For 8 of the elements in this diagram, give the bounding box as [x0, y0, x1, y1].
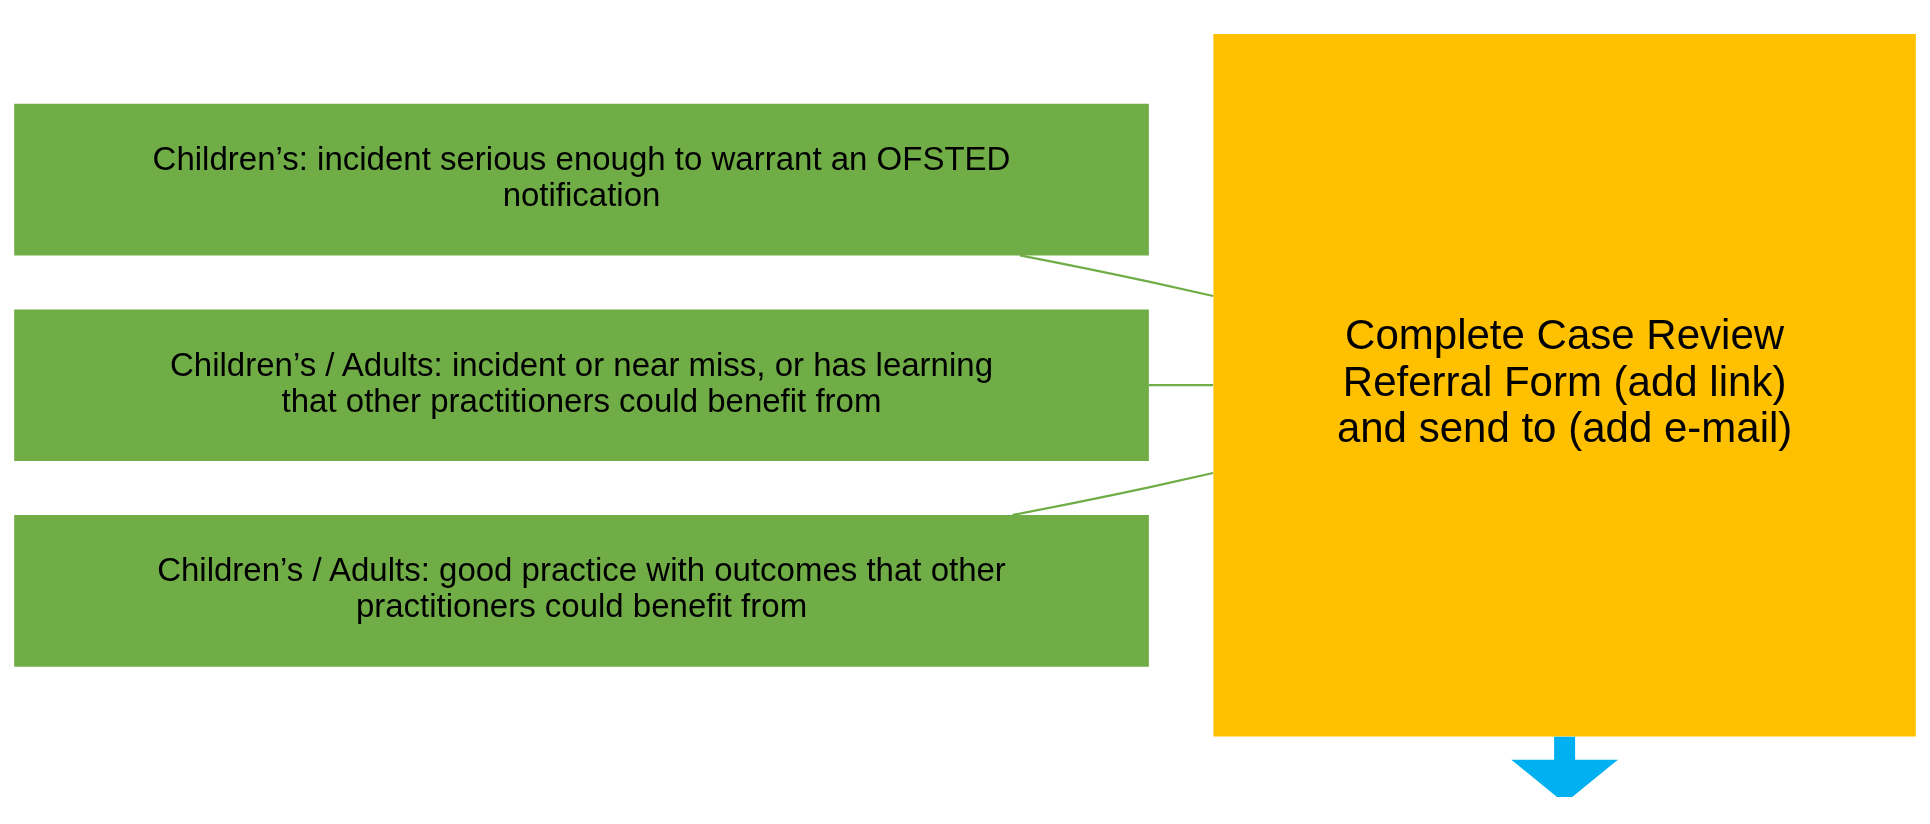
node-box: Children’s / Adults: good practice with outcomes that other practitioners could benefit from	[14, 514, 1149, 667]
arrow	[1511, 736, 1618, 797]
connector	[1019, 253, 1214, 297]
node-box: Complete Case Review Referral Form (add link) and send to (add e-mail)	[1213, 33, 1916, 736]
connector	[1012, 471, 1214, 516]
node-box: Children’s / Adults: incident or near miss, or has learning that other practitioners could benefit from	[14, 308, 1149, 461]
connector	[1148, 383, 1214, 386]
node-box: Children’s: incident serious enough to warrant an OFSTED notification	[14, 103, 1149, 255]
